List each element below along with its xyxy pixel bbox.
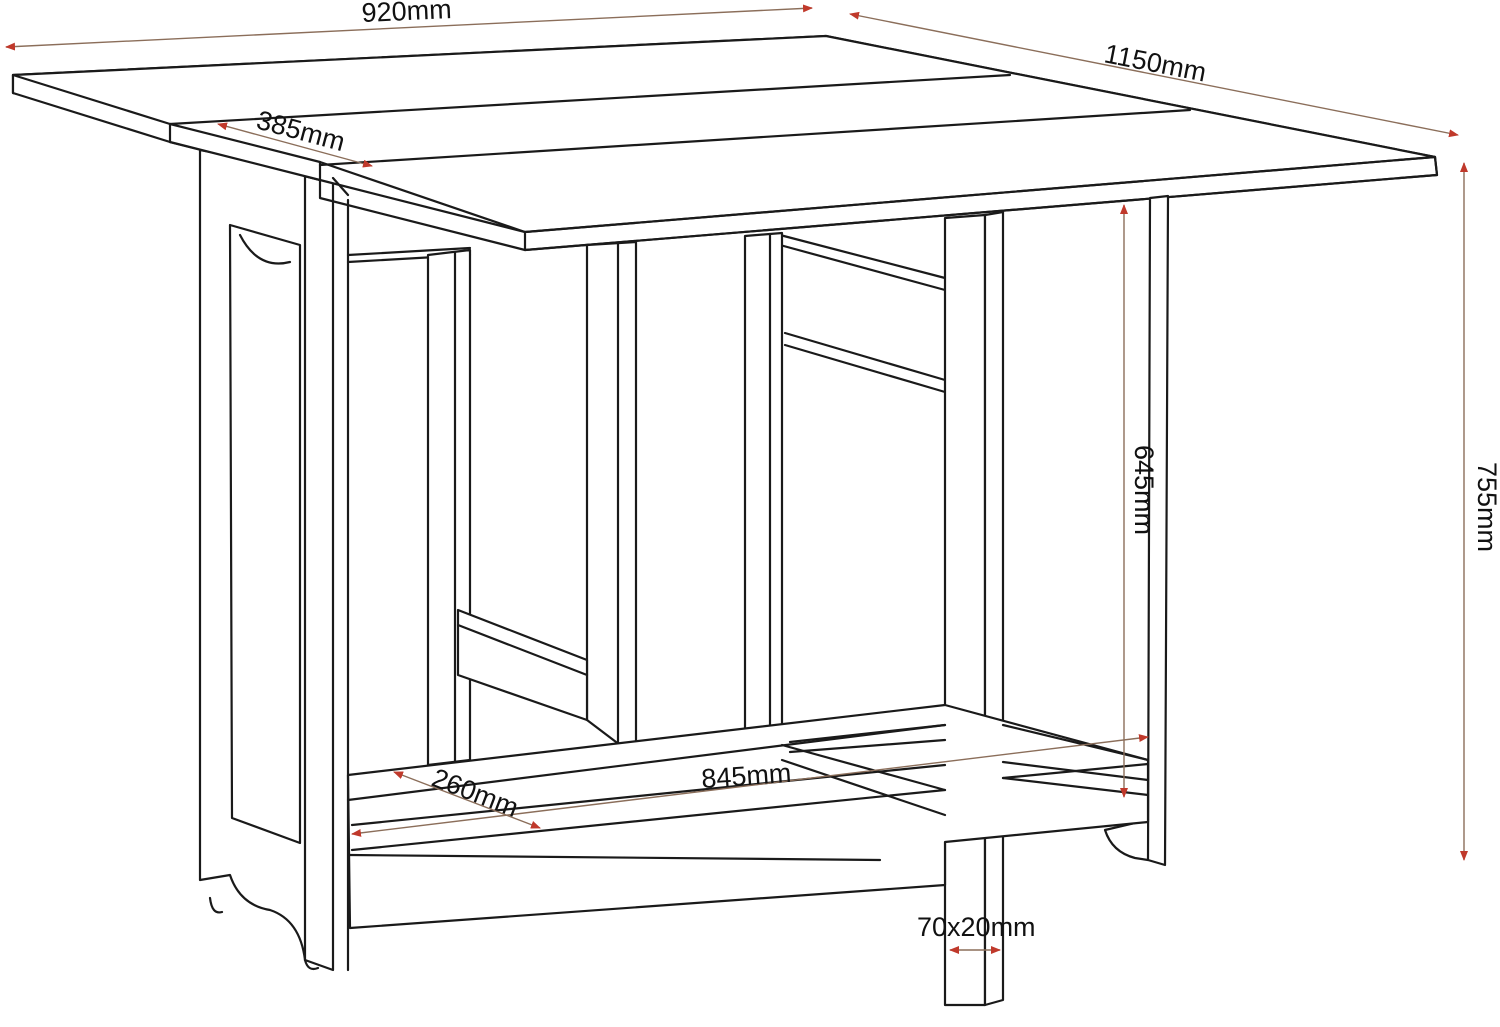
dimension-lines [5, 4, 1468, 954]
label-leg-section: 70x20mm [917, 912, 1036, 942]
dim-line-385 [217, 122, 373, 168]
left-end-panel [198, 148, 307, 962]
label-height-total: 755mm [1472, 462, 1500, 552]
label-total-length: 1150mm [1102, 38, 1209, 87]
gate-leg-rail [456, 608, 589, 722]
gate-leg-rail-edge [456, 623, 589, 677]
far-right-leg [1146, 194, 1170, 867]
gate-leg-left-post [426, 248, 472, 767]
gate-leg-right-post [585, 240, 638, 747]
left-panel-foot [208, 896, 320, 971]
label-shelf-length: 845mm [700, 758, 792, 794]
table-outline [11, 34, 1439, 1007]
label-total-width: 920mm [361, 0, 452, 28]
top-front-edge [11, 73, 1439, 252]
front-right-leg [943, 213, 987, 1007]
back-rail-right [778, 233, 947, 394]
left-end-panel-edge [303, 168, 335, 972]
left-side-post [331, 176, 350, 972]
front-right-leg-side [983, 210, 1005, 1007]
label-height-under-top: 645mm [1129, 445, 1159, 535]
left-end-panel-cutout [228, 223, 302, 845]
dimension-labels: 920mm 1150mm 385mm 755mm 645mm 845mm 260… [253, 0, 1500, 942]
dim-line-920 [5, 4, 813, 51]
dim-line-260 [393, 771, 541, 829]
handle-recess [238, 233, 292, 265]
dim-line-1150 [849, 11, 1459, 138]
